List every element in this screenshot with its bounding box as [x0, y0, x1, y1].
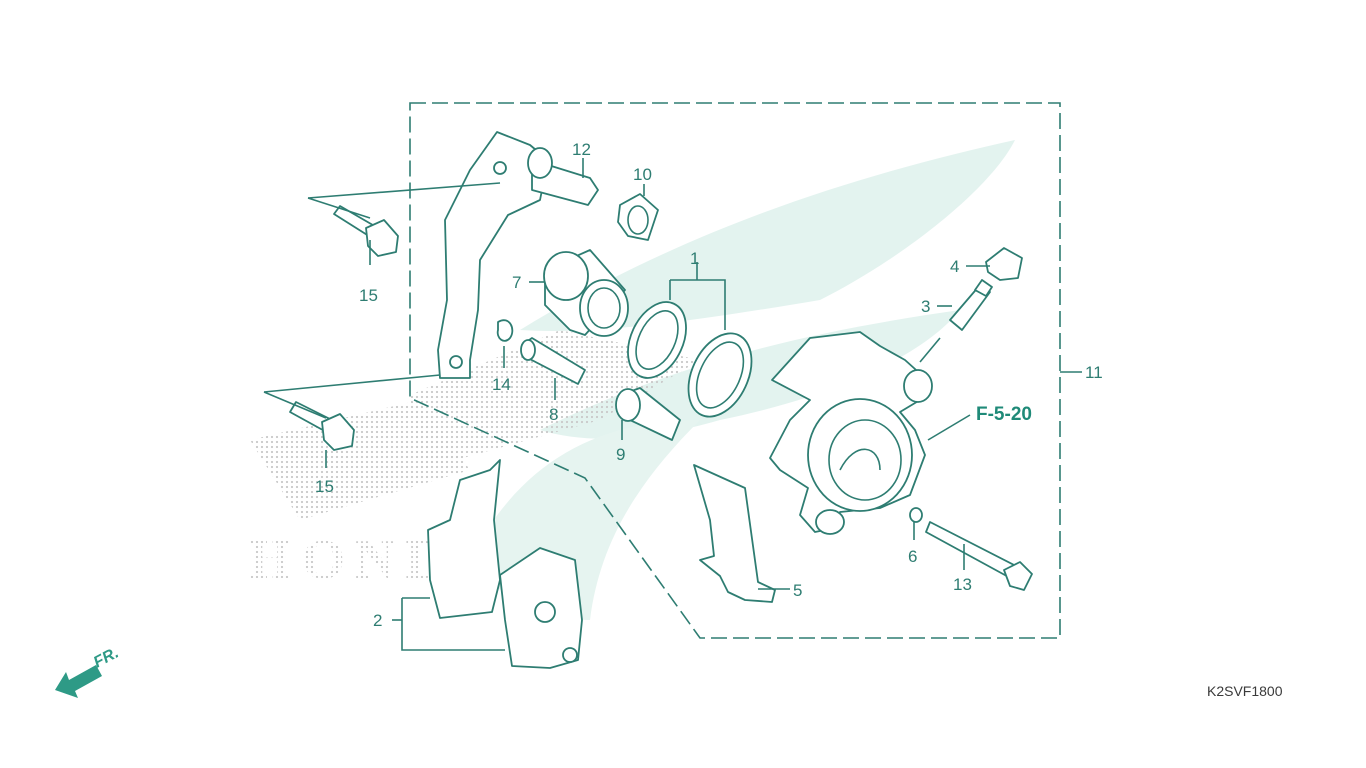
callout-15-lower: 15 — [315, 477, 334, 496]
bolt-lower — [289, 401, 355, 451]
callout-7: 7 — [512, 273, 521, 292]
bleeder-cap — [985, 247, 1023, 281]
brake-pads — [427, 459, 583, 669]
callout-12: 12 — [572, 140, 591, 159]
boot-9 — [615, 387, 681, 441]
front-arrow-icon — [55, 665, 102, 698]
caliper-body — [769, 331, 933, 535]
piston — [543, 249, 629, 337]
callout-3: 3 — [921, 297, 930, 316]
clip-14 — [496, 319, 514, 342]
front-direction-marker: FR. — [55, 644, 122, 698]
bolt-upper — [333, 205, 399, 257]
pin-8 — [520, 337, 586, 385]
leader-lines — [263, 158, 1082, 651]
callout-5: 5 — [793, 581, 802, 600]
callout-8: 8 — [549, 405, 558, 424]
callout-11: 11 — [1085, 363, 1103, 382]
washer-6 — [909, 507, 923, 523]
callout-14: 14 — [492, 375, 511, 394]
piston-seal-b — [687, 332, 753, 418]
callout-15-upper: 15 — [359, 286, 378, 305]
callout-9: 9 — [616, 445, 625, 464]
callout-1: 1 — [690, 249, 699, 268]
pin-13 — [925, 521, 1033, 591]
reference-label: F-5-20 — [976, 404, 1032, 425]
diagram-code: K2SVF1800 — [1207, 683, 1283, 699]
callout-labels: 1 2 3 4 5 6 7 8 9 10 11 12 13 14 15 15 — [315, 140, 1103, 630]
piston-seal-b-inner — [695, 341, 745, 409]
caliper-bracket — [437, 131, 599, 379]
callout-2: 2 — [373, 611, 382, 630]
pad-spring — [693, 464, 776, 603]
callout-6: 6 — [908, 547, 917, 566]
callout-4: 4 — [950, 257, 959, 276]
piston-seal-a — [627, 301, 687, 379]
assembly-boundary — [409, 102, 1061, 639]
seal-10 — [617, 193, 659, 241]
piston-seal-a-inner — [635, 310, 679, 370]
callout-13: 13 — [953, 575, 972, 594]
bleeder-valve — [949, 279, 993, 331]
callout-10: 10 — [633, 165, 652, 184]
